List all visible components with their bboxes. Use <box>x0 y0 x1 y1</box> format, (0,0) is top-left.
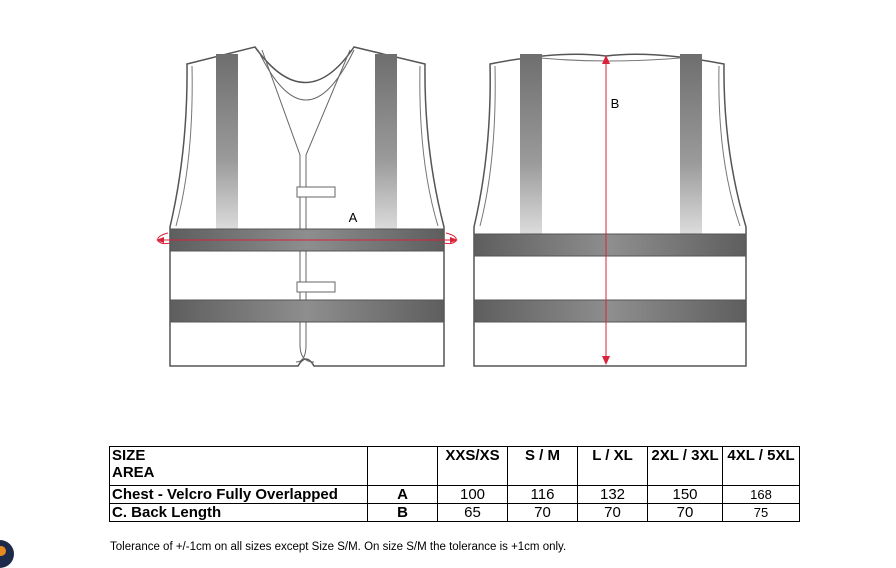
row-value: 70 <box>647 503 723 522</box>
row-value: 150 <box>647 485 723 504</box>
row-label: C. Back Length <box>109 503 368 522</box>
tolerance-note: Tolerance of +/-1cm on all sizes except … <box>110 541 567 553</box>
front-strap-left <box>216 54 238 230</box>
header-size-col: L / XL <box>577 446 648 486</box>
back-strap-right <box>680 54 702 234</box>
vest-back: B <box>473 53 747 367</box>
velcro-tab-upper <box>296 186 336 198</box>
front-strap-right <box>375 54 397 230</box>
header-size-col: 2XL / 3XL <box>647 446 723 486</box>
back-band-upper <box>473 233 747 257</box>
brand-logo-fragment <box>0 540 14 568</box>
row-value: 132 <box>577 485 648 504</box>
back-strap-left <box>520 54 542 234</box>
label-b: B <box>611 96 620 111</box>
row-code: B <box>367 503 438 522</box>
header-size-col: S / M <box>507 446 578 486</box>
vest-front: A <box>156 46 458 367</box>
chest-measure-a <box>156 232 458 245</box>
header-size: SIZE <box>112 447 146 464</box>
front-band-lower <box>169 299 445 323</box>
back-band-lower <box>473 299 747 323</box>
header-size-area: SIZE AREA <box>109 446 368 486</box>
table-header-row: SIZE AREA XXS/XS S / M L / XL 2XL / 3XL … <box>109 446 800 486</box>
back-length-measure-b <box>602 55 610 365</box>
header-size-col: XXS/XS <box>437 446 508 486</box>
row-value: 70 <box>577 503 648 522</box>
velcro-tab-lower <box>296 281 336 293</box>
row-value: 100 <box>437 485 508 504</box>
row-code: A <box>367 485 438 504</box>
header-area: AREA <box>112 464 155 481</box>
row-value: 65 <box>437 503 508 522</box>
table-row: C. Back Length B 65 70 70 70 75 <box>109 503 800 522</box>
row-label: Chest - Velcro Fully Overlapped <box>109 485 368 504</box>
header-code <box>367 446 438 486</box>
row-value: 75 <box>722 503 800 522</box>
row-value: 116 <box>507 485 578 504</box>
header-size-col: 4XL / 5XL <box>722 446 800 486</box>
label-a: A <box>349 210 358 225</box>
table-row: Chest - Velcro Fully Overlapped A 100 11… <box>109 485 800 504</box>
row-value: 70 <box>507 503 578 522</box>
vest-diagram: A B <box>156 46 747 367</box>
row-value: 168 <box>722 485 800 504</box>
size-chart-table: SIZE AREA XXS/XS S / M L / XL 2XL / 3XL … <box>109 446 800 522</box>
